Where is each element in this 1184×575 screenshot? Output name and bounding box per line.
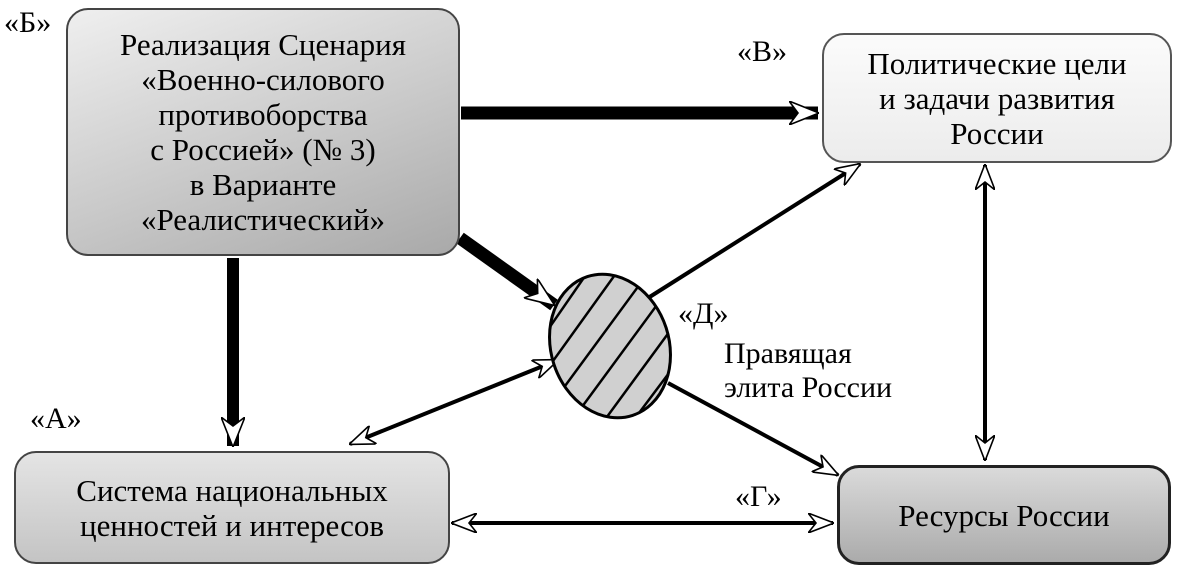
node-b-line: противоборства <box>158 97 368 132</box>
node-b-line: «Военно-силового <box>141 62 385 97</box>
arrow-d-a <box>350 358 558 446</box>
tag-d: «Д» <box>678 297 729 330</box>
arrow-d-to-g <box>667 381 838 477</box>
node-national-values-a: Система национальных ценностей и интерес… <box>14 451 450 564</box>
node-a-line: Система национальных <box>76 472 388 508</box>
node-b-line: с Россией» (№ 3) <box>150 132 376 167</box>
elite-label-line: элита России <box>724 371 893 404</box>
tag-a: «А» <box>30 402 82 435</box>
node-b-line: в Варианте <box>189 167 337 202</box>
node-a-line: ценностей и интересов <box>80 507 384 543</box>
tag-v: «В» <box>737 35 788 68</box>
node-resources-g: Ресурсы России <box>837 465 1171 565</box>
elite-label-line: Правящая <box>724 337 852 370</box>
node-v-line: России <box>950 115 1044 151</box>
elite-ellipse <box>531 258 689 434</box>
arrow-b-to-d <box>456 232 558 311</box>
node-b-line: «Реалистический» <box>140 202 386 237</box>
node-v-line: Политические цели <box>867 45 1127 81</box>
node-b-line: Реализация Сценария <box>120 27 406 62</box>
node-scenario-b: Реализация Сценария «Военно-силового про… <box>66 8 460 256</box>
node-g-line: Ресурсы России <box>898 497 1110 533</box>
tag-g: «Г» <box>735 480 782 513</box>
tag-b: «Б» <box>4 6 52 39</box>
node-political-goals-v: Политические цели и задачи развития Росс… <box>822 33 1172 163</box>
node-v-line: и задачи развития <box>879 80 1115 116</box>
arrow-d-to-v <box>646 164 860 300</box>
